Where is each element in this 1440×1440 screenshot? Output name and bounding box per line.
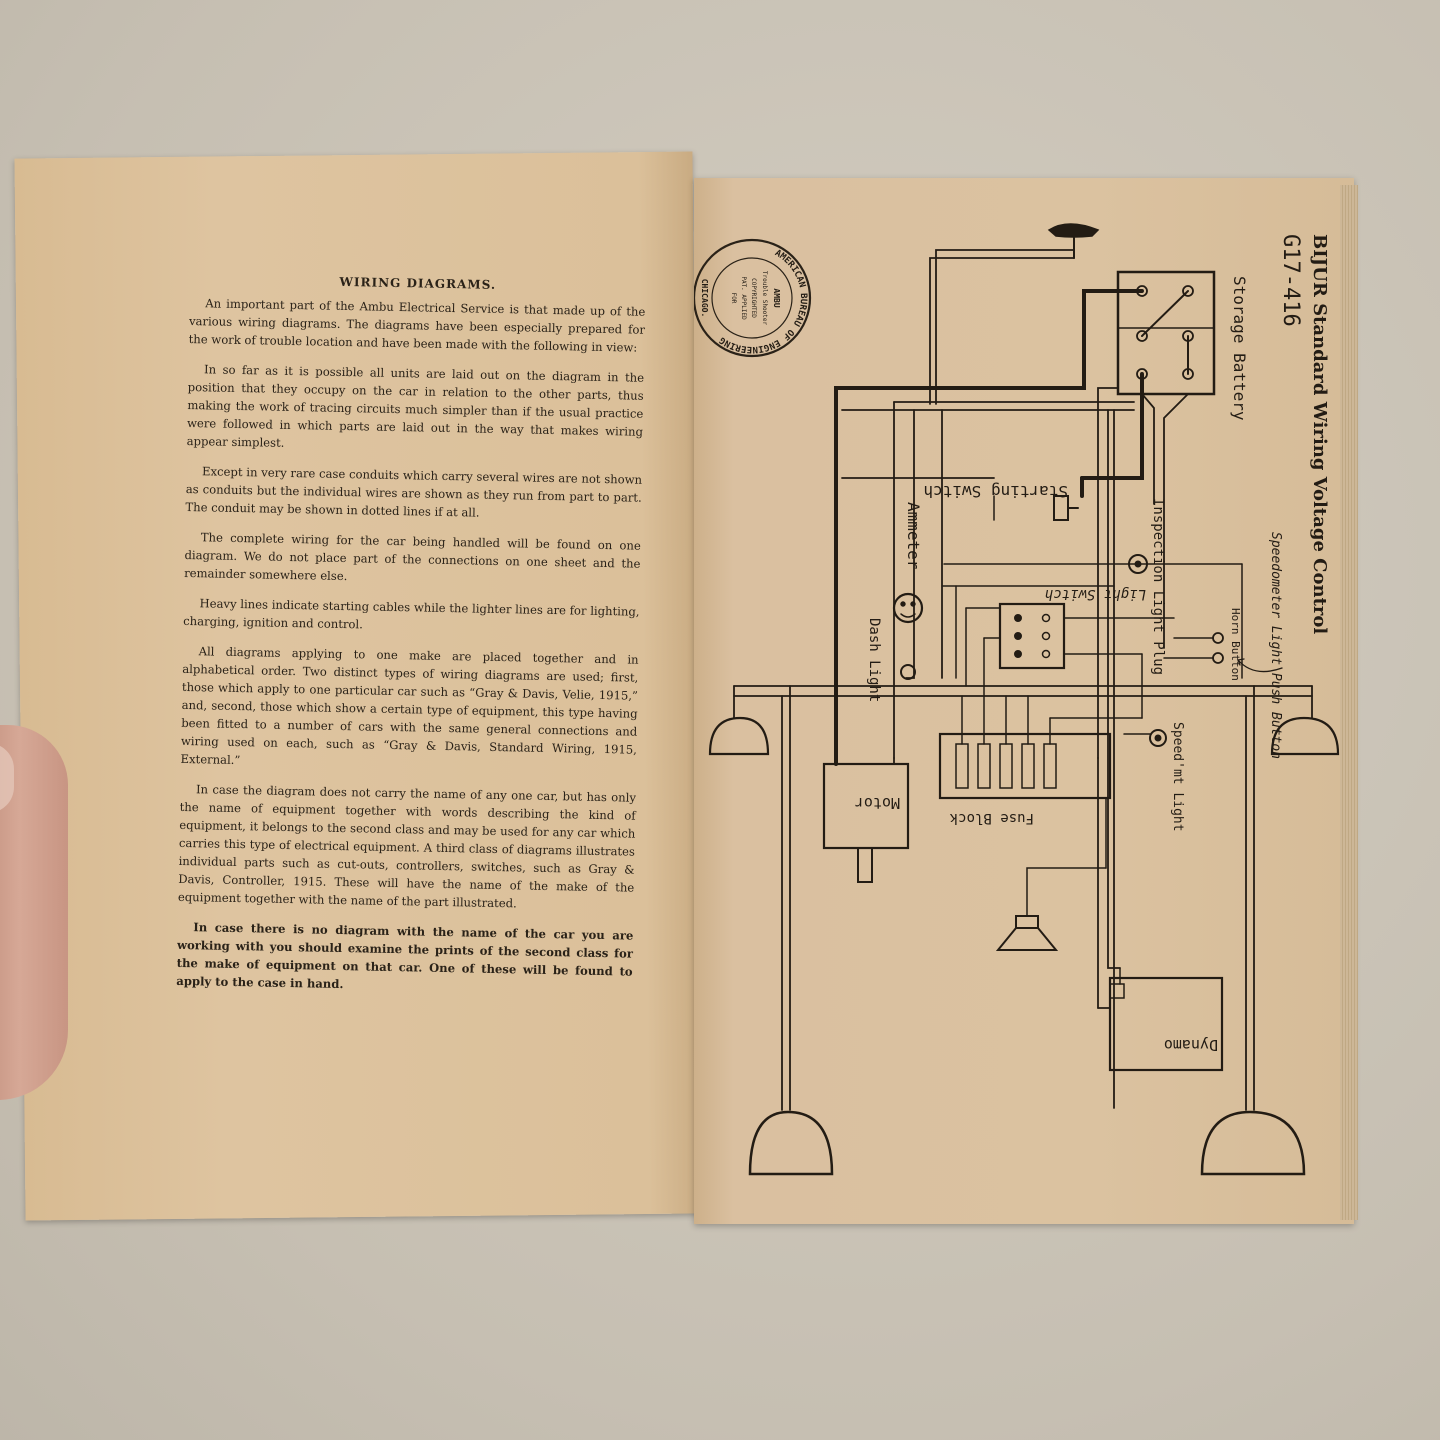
- stamp-city: CHICAGO.: [700, 279, 709, 318]
- paragraph: In case the diagram does not carry the n…: [177, 782, 637, 911]
- stamp-line: PAT. APPLIED: [740, 276, 747, 320]
- svg-text:AMERICAN BUREAU OF ENGINEERING: AMERICAN BUREAU OF ENGINEERING: [717, 240, 823, 370]
- starting-switch: [993, 495, 1079, 521]
- storage-battery-box: [1116, 270, 1216, 396]
- right-page: [694, 178, 1354, 1224]
- label-speedometer-light: Speed'mt Light: [1170, 722, 1185, 832]
- horn-button: [1212, 632, 1224, 644]
- left-page-text: WIRING DIAGRAMS. An important part of th…: [176, 270, 646, 1011]
- speedometer-light: [1149, 729, 1167, 747]
- label-motor: Motor: [855, 794, 900, 812]
- closing-paragraph: In case there is no diagram with the nam…: [176, 920, 634, 992]
- label-dynamo: Dynamo: [1164, 1036, 1218, 1054]
- label-storage-battery: Storage Battery: [1230, 276, 1249, 421]
- horn-bottom: [995, 927, 1059, 951]
- label-starting-switch: Starting Switch: [924, 482, 1069, 501]
- horn-top: [1047, 223, 1100, 238]
- ammeter: [892, 592, 924, 624]
- speedometer-push-button: [1212, 652, 1224, 664]
- stamp-line: FOR: [730, 293, 737, 304]
- fuse-block: [938, 732, 1112, 800]
- label-fuse-block: Fuse Block: [949, 810, 1034, 826]
- stamp-line: COPYRIGHTED: [750, 278, 757, 318]
- dash-light: [900, 664, 916, 680]
- thumbnail-nail: [0, 743, 14, 813]
- dynamo-box: [1108, 976, 1224, 1072]
- right-side-lamp: [1270, 716, 1340, 756]
- paragraph: In so far as it is possible all units ar…: [186, 362, 645, 450]
- paragraph: Heavy lines indicate starting cables whi…: [183, 596, 640, 632]
- label-inspection-plug: Inspection Light Plug: [1150, 498, 1166, 675]
- paragraph: Except in very rare case conduits which …: [185, 464, 643, 520]
- stamp-line: Trouble Shooter: [761, 271, 768, 326]
- left-side-lamp: [708, 716, 770, 756]
- left-head-lamp: [748, 1110, 834, 1176]
- page-edges: [1340, 185, 1358, 1220]
- reader-thumb: [0, 725, 68, 1100]
- ambu-stamp: AMERICAN BUREAU OF ENGINEERING AMBU Trou…: [694, 238, 824, 370]
- stamp-line: AMBU: [772, 288, 781, 307]
- paragraph: An important part of the Ambu Electrical…: [188, 296, 646, 355]
- diagram-code: G17-416: [1278, 234, 1303, 327]
- wiring-diagram: AMERICAN BUREAU OF ENGINEERING AMBU Trou…: [694, 223, 1340, 1176]
- label-speedometer-push: Speedometer Light Push Button: [1268, 532, 1283, 759]
- diagram-header: BIJUR Standard Wiring Voltage Control: [1309, 234, 1330, 634]
- label-dash-light: Dash Light: [866, 618, 882, 702]
- label-ammeter: Ammeter: [904, 502, 923, 570]
- label-horn-button: Horn Button: [1229, 608, 1242, 681]
- stamp-ring-text: AMERICAN BUREAU OF ENGINEERING: [717, 240, 823, 370]
- right-head-lamp: [1200, 1110, 1306, 1176]
- label-light-switch: Light Switch: [1045, 586, 1146, 602]
- paragraph: The complete wiring for the car being ha…: [184, 530, 641, 584]
- paragraph: All diagrams applying to one make are pl…: [180, 644, 639, 768]
- light-switch-box: [998, 602, 1066, 670]
